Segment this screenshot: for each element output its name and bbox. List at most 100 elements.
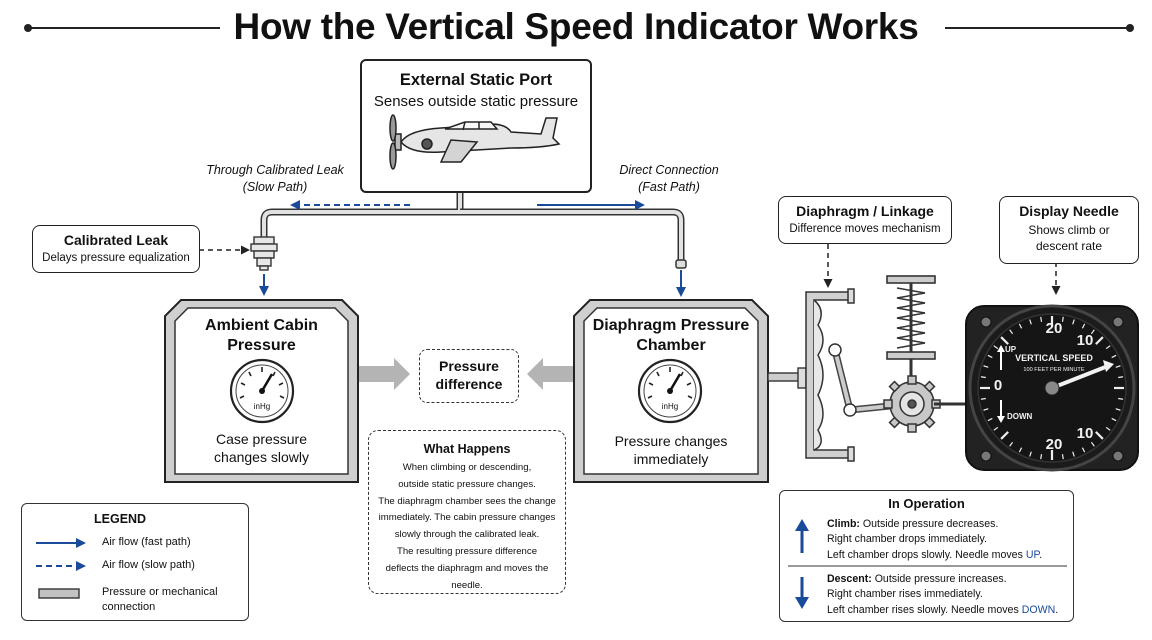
diaphragm-mechanism bbox=[805, 288, 914, 462]
legend-title: LEGEND bbox=[94, 512, 147, 526]
climb-direction: UP bbox=[1025, 548, 1040, 561]
display-needle-subtitle: Shows climb or descent rate bbox=[1000, 222, 1138, 254]
legend-fast-label: Air flow (fast path) bbox=[102, 536, 191, 548]
what-happens-line: The diaphragm chamber sees the change bbox=[378, 495, 556, 507]
vsi-tick bbox=[987, 417, 993, 422]
diaphragm-chamber-title-line1: Diaphragm Pressure bbox=[592, 317, 750, 334]
title-rule-right-dot bbox=[1126, 24, 1134, 32]
vsi-tick bbox=[993, 345, 999, 350]
what-happens-box: What Happens When climbing or descending… bbox=[368, 430, 566, 594]
diaphragm-chamber-desc-line2: immediately bbox=[633, 451, 709, 467]
display-needle-subtitle-line2: descent rate bbox=[1035, 239, 1103, 253]
descent-line2: Right chamber rises immediately. bbox=[827, 588, 983, 601]
calibrated-leak-fitting bbox=[250, 236, 278, 271]
static-port-title: External Static Port bbox=[399, 71, 553, 89]
fast-path-label: Direct Connection (Fast Path) bbox=[600, 162, 738, 196]
vsi-tick bbox=[1018, 323, 1023, 329]
what-happens-line: slowly through the calibrated leak. bbox=[394, 529, 540, 541]
vsi-title-label: VERTICAL SPEED bbox=[1015, 353, 1093, 363]
vsi-tick bbox=[1090, 329, 1095, 335]
static-port-box: External Static Port Senses outside stat… bbox=[360, 59, 592, 193]
diaphragm-chamber-desc: Pressure changes immediately bbox=[584, 432, 758, 468]
vsi-tick bbox=[1095, 431, 1104, 440]
calibrated-leak-box: Calibrated Leak Delays pressure equaliza… bbox=[32, 225, 200, 273]
calibrated-leak-title: Calibrated Leak bbox=[63, 232, 169, 248]
descent-line3: Left chamber rises slowly. Needle moves bbox=[827, 603, 1022, 616]
in-operation-box: In Operation Climb: Outside pressure dec… bbox=[779, 490, 1074, 622]
diaphragm-chamber-title-line2: Chamber bbox=[636, 337, 706, 354]
in-operation-title: In Operation bbox=[888, 496, 965, 511]
airplane-icon bbox=[389, 114, 561, 170]
vsi-sublabel: 100 FEET PER MINUTE bbox=[1023, 367, 1085, 373]
legend-connection-label: Pressure or mechanical connection bbox=[102, 585, 218, 615]
left-gray-arrow bbox=[358, 358, 410, 390]
vsi-tick bbox=[1061, 316, 1064, 322]
vsi-label-0: 0 bbox=[993, 377, 1003, 394]
ambient-chamber-desc-line2: changes slowly bbox=[214, 449, 309, 465]
ambient-chamber-desc: Case pressure changes slowly bbox=[175, 430, 348, 466]
what-happens-title: What Happens bbox=[423, 442, 511, 456]
vsi-tick bbox=[1118, 376, 1124, 379]
diaphragm-linkage-title: Diaphragm / Linkage bbox=[796, 203, 934, 219]
pressure-difference-line1: Pressure bbox=[439, 358, 499, 374]
vsi-tick bbox=[1115, 408, 1121, 411]
title-rule-left-dot bbox=[24, 24, 32, 32]
ambient-gauge-unit: inHg bbox=[253, 402, 271, 411]
vsi-tick bbox=[1081, 323, 1086, 329]
legend-slow-label: Air flow (slow path) bbox=[102, 559, 195, 571]
vsi-tick bbox=[1009, 441, 1014, 447]
vsi-tick bbox=[1040, 316, 1043, 322]
vsi-tick bbox=[1081, 447, 1086, 453]
descent-direction: DOWN bbox=[1021, 603, 1056, 616]
diaphragm-linkage-subtitle: Difference moves mechanism bbox=[789, 223, 941, 235]
vsi-tick bbox=[980, 397, 986, 400]
slow-path-label: Through Calibrated Leak (Slow Path) bbox=[195, 162, 355, 196]
display-needle-title: Display Needle bbox=[1019, 203, 1119, 219]
vsi-down-label: DOWN bbox=[1007, 412, 1033, 421]
what-happens-line: outside static pressure changes. bbox=[398, 478, 536, 490]
vsi-tick bbox=[983, 408, 989, 411]
spring bbox=[886, 275, 936, 378]
slow-path-label-line1: Through Calibrated Leak bbox=[206, 163, 344, 177]
descent-end: . bbox=[1055, 603, 1059, 616]
diaphragm-chamber-title: Diaphragm Pressure Chamber bbox=[584, 316, 758, 356]
climb-line1: Outside pressure decreases. bbox=[859, 518, 999, 530]
what-happens-line: The resulting pressure difference bbox=[396, 545, 538, 557]
vsi-instrument bbox=[965, 304, 1139, 472]
vsi-tick bbox=[1000, 336, 1009, 345]
vsi-tick bbox=[1061, 454, 1064, 460]
diaphragm-chamber-desc-line1: Pressure changes bbox=[614, 433, 728, 449]
vsi-tick bbox=[993, 426, 999, 431]
vsi-tick bbox=[1072, 451, 1075, 457]
page-title: How the Vertical Speed Indicator Works bbox=[233, 6, 919, 47]
chamber-fitting bbox=[675, 259, 687, 269]
vsi-label-20-top: 20 bbox=[1045, 320, 1063, 337]
vsi-tick bbox=[1111, 417, 1117, 422]
legend-connection-line2: connection bbox=[102, 601, 156, 613]
vsi-tick bbox=[1118, 397, 1124, 400]
static-pipe bbox=[260, 175, 685, 262]
in-operation-icons bbox=[788, 519, 1067, 609]
vsi-tick bbox=[1009, 329, 1014, 335]
what-happens-line: immediately. The cabin pressure changes bbox=[378, 512, 556, 524]
vsi-tick bbox=[1111, 354, 1117, 359]
descent-text: Descent: Outside pressure increases. Rig… bbox=[827, 572, 1058, 618]
vsi-tick bbox=[1018, 447, 1023, 453]
static-port-subtitle: Senses outside static pressure bbox=[373, 93, 579, 110]
vsi-label-10-bottom: 10 bbox=[1076, 425, 1094, 442]
display-needle-subtitle-line1: Shows climb or bbox=[1028, 223, 1110, 237]
vsi-tick bbox=[1029, 451, 1032, 457]
legend: LEGEND Air flow (fast path) Air flow (sl… bbox=[21, 503, 249, 621]
slow-path-label-line2: (Slow Path) bbox=[242, 180, 308, 194]
vsi-tick bbox=[987, 354, 993, 359]
calibrated-leak-subtitle: Delays pressure equalization bbox=[42, 252, 190, 264]
gear-icon bbox=[883, 375, 941, 433]
vsi-label-20-bottom: 20 bbox=[1045, 436, 1063, 453]
vsi-up-label: UP bbox=[1005, 345, 1017, 354]
what-happens-line: When climbing or descending, bbox=[402, 462, 532, 473]
vsi-tick bbox=[1000, 431, 1009, 440]
ambient-chamber-title: Ambient Cabin Pressure bbox=[175, 316, 348, 356]
vsi-tick bbox=[1072, 319, 1075, 325]
vsi-tick bbox=[1105, 426, 1111, 431]
vsi-tick bbox=[1105, 345, 1111, 350]
